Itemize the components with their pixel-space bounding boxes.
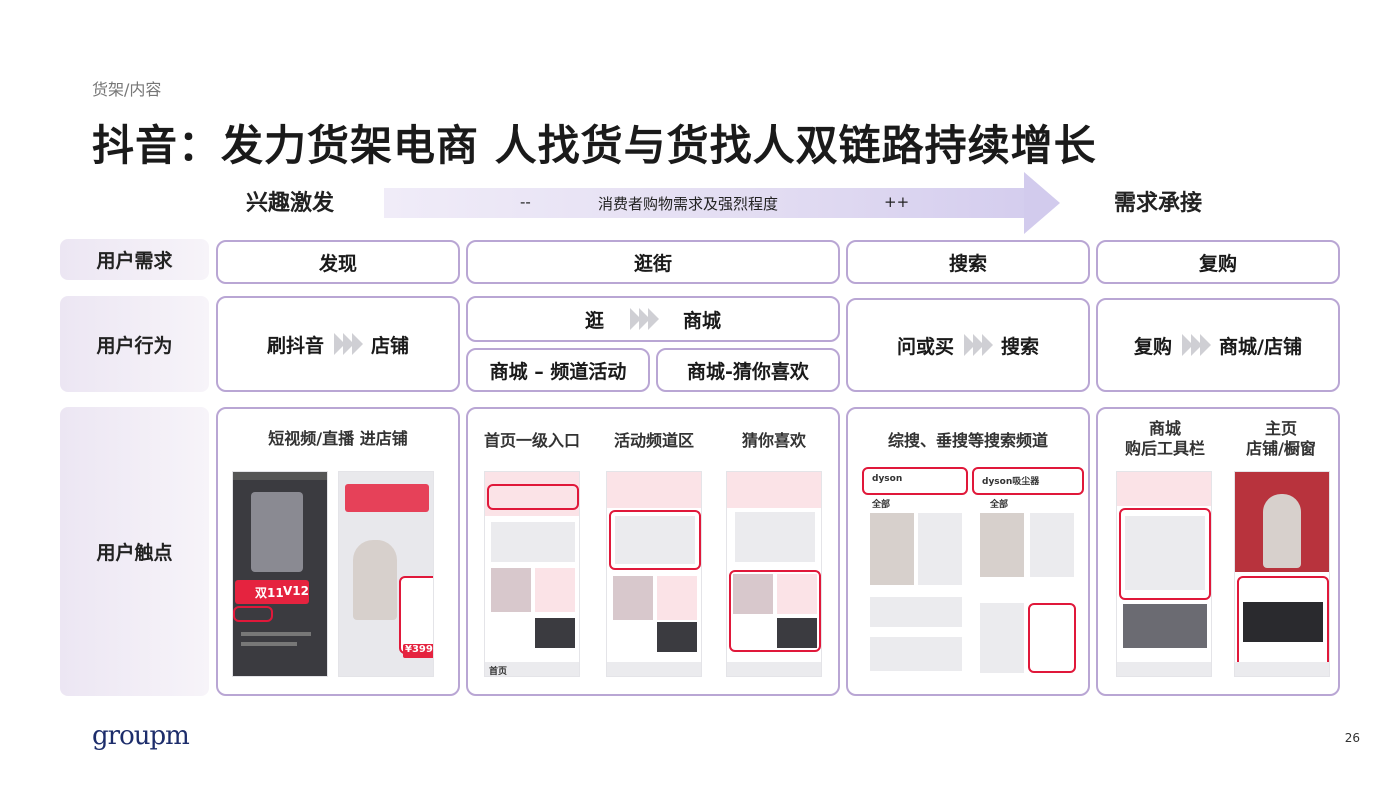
breadcrumb: 货架/内容	[92, 80, 162, 99]
search-query: dyson	[872, 474, 903, 484]
search-query: dyson吸尘器	[982, 477, 1040, 487]
need-discover: 发现	[216, 240, 460, 284]
touch-discover: 短视频/直播 进店铺 双11 V12 ¥3990	[216, 407, 460, 696]
forward-chevrons-icon	[964, 334, 993, 356]
behavior-discover: 刷抖音 店铺	[216, 296, 460, 392]
behavior-from: 逛	[584, 309, 604, 332]
touch-title: 商城	[1148, 419, 1181, 438]
touch-search: 综搜、垂搜等搜索频道 dyson 全部 dyson吸尘器 全部	[846, 407, 1090, 696]
behavior-to: 店铺	[371, 334, 410, 357]
screenshot-activity-channel	[606, 471, 702, 677]
price-label: ¥3990	[405, 644, 433, 655]
touch-title: 主页	[1264, 419, 1297, 438]
promo-double11: 双11	[255, 586, 284, 600]
arrow-minus-label: --	[520, 193, 531, 211]
touch-title: 首页一级入口	[484, 431, 581, 450]
behavior-from: 复购	[1134, 335, 1173, 358]
screenshot-mall-home: 首页	[484, 471, 580, 677]
demand-arrow: -- 消费者购物需求及强烈程度 ++	[384, 172, 1062, 234]
behavior-from: 刷抖音	[266, 334, 324, 357]
touch-rebuy: 商城 购后工具栏 主页 店铺/橱窗	[1096, 407, 1340, 696]
behavior-search: 问或买 搜索	[846, 298, 1090, 392]
row-label-behavior: 用户行为	[60, 296, 209, 392]
screenshot-short-video: 双11 V12	[232, 471, 328, 677]
groupm-logo: groupm	[92, 721, 190, 751]
touch-title: 店铺/橱窗	[1246, 439, 1316, 458]
page-number: 26	[1344, 731, 1360, 745]
promo-v12: V12	[283, 584, 309, 598]
header-left-label: 兴趣激发	[246, 191, 335, 216]
behavior-browse: 逛 商城	[466, 296, 840, 342]
forward-chevrons-icon	[334, 333, 363, 355]
behavior-to: 商城	[683, 309, 722, 332]
page-title: 抖音：发力货架电商 人找货与货找人双链路持续增长	[92, 121, 1097, 170]
behavior-to: 搜索	[1001, 335, 1040, 358]
behavior-rebuy: 复购 商城/店铺	[1096, 298, 1340, 392]
forward-chevrons-icon	[630, 308, 659, 330]
header-right-label: 需求承接	[1114, 191, 1203, 216]
touch-title: 购后工具栏	[1124, 439, 1205, 458]
forward-chevrons-icon	[1182, 334, 1212, 356]
touch-title: 猜你喜欢	[742, 431, 807, 450]
tab-all: 全部	[872, 500, 891, 510]
behavior-from: 问或买	[896, 335, 954, 358]
behavior-to: 商城/店铺	[1219, 335, 1302, 358]
behavior-browse-guess: 商城-猜你喜欢	[656, 348, 840, 392]
screenshot-store-home	[1234, 471, 1330, 677]
behavior-browse-channel: 商城 – 频道活动	[466, 348, 650, 392]
touch-browse: 首页一级入口 活动频道区 猜你喜欢 首页	[466, 407, 840, 696]
screenshot-vertical-search: dyson吸尘器 全部	[972, 467, 1084, 677]
arrow-label: 消费者购物需求及强烈程度	[598, 195, 779, 213]
screenshot-post-purchase-tools	[1116, 471, 1212, 677]
screenshot-live-stream: ¥3990	[338, 471, 434, 677]
touch-title: 短视频/直播 进店铺	[268, 429, 408, 448]
tab-all: 全部	[990, 500, 1009, 510]
nav-home: 首页	[489, 667, 508, 677]
screenshot-guess-you-like	[726, 471, 822, 677]
touch-title: 综搜、垂搜等搜索频道	[887, 431, 1048, 450]
screenshot-general-search: dyson 全部	[862, 467, 968, 677]
row-label-touch: 用户触点	[60, 407, 209, 696]
need-search: 搜索	[846, 240, 1090, 284]
arrow-plus-label: ++	[884, 193, 910, 211]
need-browse: 逛街	[466, 240, 840, 284]
need-rebuy: 复购	[1096, 240, 1340, 284]
touch-title: 活动频道区	[614, 431, 695, 450]
row-label-need: 用户需求	[60, 239, 209, 280]
